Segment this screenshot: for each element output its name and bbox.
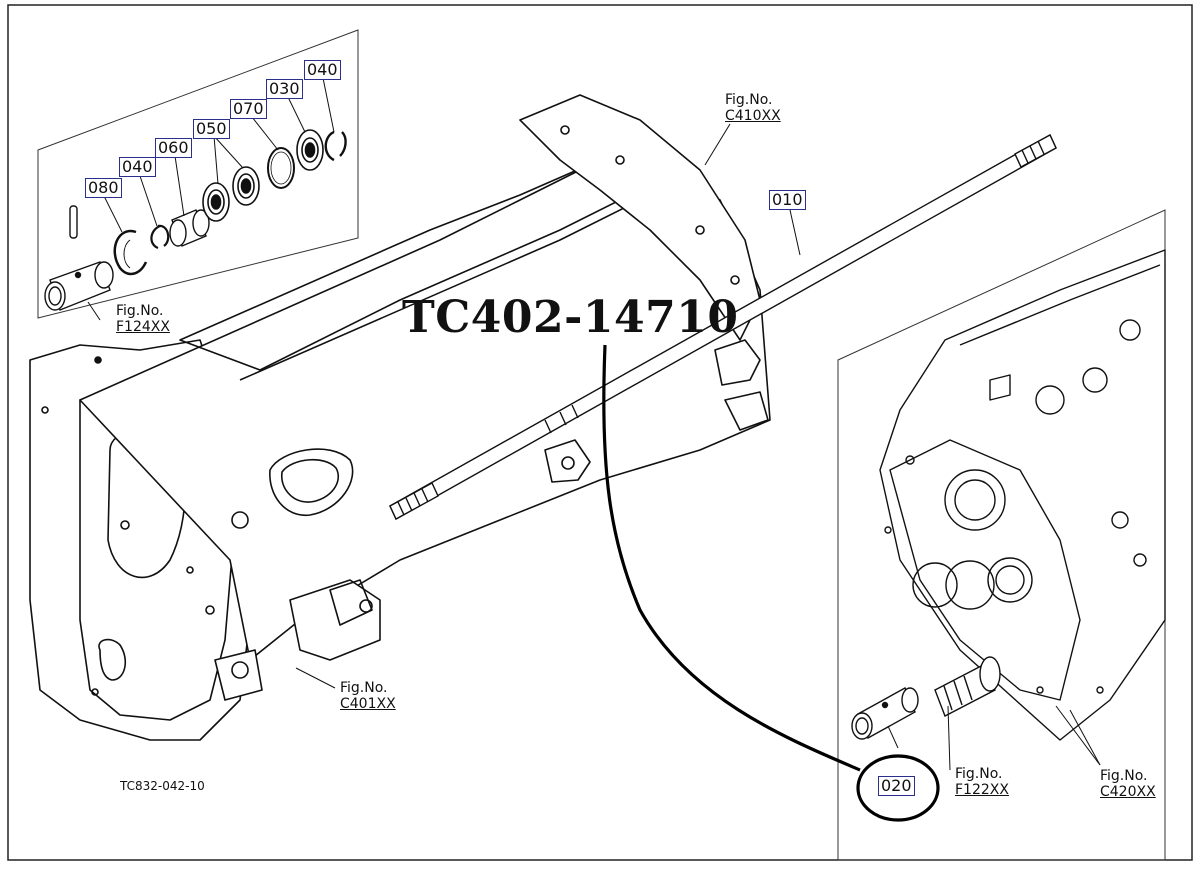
callout-040-small-ring[interactable]: 040 — [119, 157, 156, 177]
leader-lines-left — [87, 77, 335, 321]
circlip-icon — [113, 229, 148, 276]
callout-070-o-ring[interactable]: 070 — [230, 99, 267, 119]
bearing-icon — [232, 166, 260, 206]
bearing-icon — [296, 129, 324, 171]
fig-ref-label: Fig.No. — [1100, 768, 1148, 784]
callout-010-shaft[interactable]: 010 — [769, 190, 806, 210]
callout-030-bearing[interactable]: 030 — [266, 79, 303, 99]
highlight-pointer — [602, 344, 861, 772]
drive-shaft-icon — [389, 134, 1057, 520]
fig-ref-label: Fig.No. — [340, 680, 388, 696]
gear-case — [879, 249, 1166, 741]
o-ring-icon — [267, 147, 295, 189]
snap-ring-icon — [324, 130, 347, 162]
fig-ref-code: C420XX — [1100, 784, 1156, 801]
snap-ring-icon — [150, 224, 170, 250]
callout-050-bearing[interactable]: 050 — [193, 119, 230, 139]
leader-lines — [295, 123, 1101, 771]
highlight-circle — [856, 754, 940, 822]
diagram-code: TC832-042-10 — [120, 779, 205, 793]
spline-shaft-icon — [934, 656, 1001, 717]
pin-icon — [69, 205, 78, 239]
bushing-icon — [851, 687, 919, 740]
callout-080-pin[interactable]: 080 — [85, 178, 122, 198]
fig-ref-f124[interactable]: Fig.No. F124XX — [116, 303, 170, 335]
fig-ref-code: C410XX — [725, 108, 781, 125]
callout-040-snap-ring[interactable]: 040 — [304, 60, 341, 80]
fig-ref-f122[interactable]: Fig.No. F122XX — [955, 766, 1009, 798]
fig-ref-label: Fig.No. — [955, 766, 1003, 782]
callout-060-collar[interactable]: 060 — [155, 138, 192, 158]
transmission-housing — [29, 94, 771, 741]
bearing-icon — [202, 182, 230, 222]
fig-ref-code: F122XX — [955, 782, 1009, 799]
collar-icon — [169, 209, 210, 247]
fig-ref-label: Fig.No. — [725, 92, 773, 108]
fig-ref-code: F124XX — [116, 319, 170, 336]
fig-ref-code: C401XX — [340, 696, 396, 713]
fig-ref-label: Fig.No. — [116, 303, 164, 319]
fig-ref-c401[interactable]: Fig.No. C401XX — [340, 680, 396, 712]
fig-ref-c420[interactable]: Fig.No. C420XX — [1100, 768, 1156, 800]
diagram-border — [7, 4, 1193, 861]
detail-panel-left — [37, 29, 359, 319]
bushing-f124-icon — [44, 261, 114, 311]
detail-panel-right — [837, 209, 1166, 861]
fig-ref-c410[interactable]: Fig.No. C410XX — [725, 92, 781, 124]
part-number-title: TC402-14710 — [402, 292, 739, 343]
callout-020-bushing[interactable]: 020 — [878, 776, 915, 796]
